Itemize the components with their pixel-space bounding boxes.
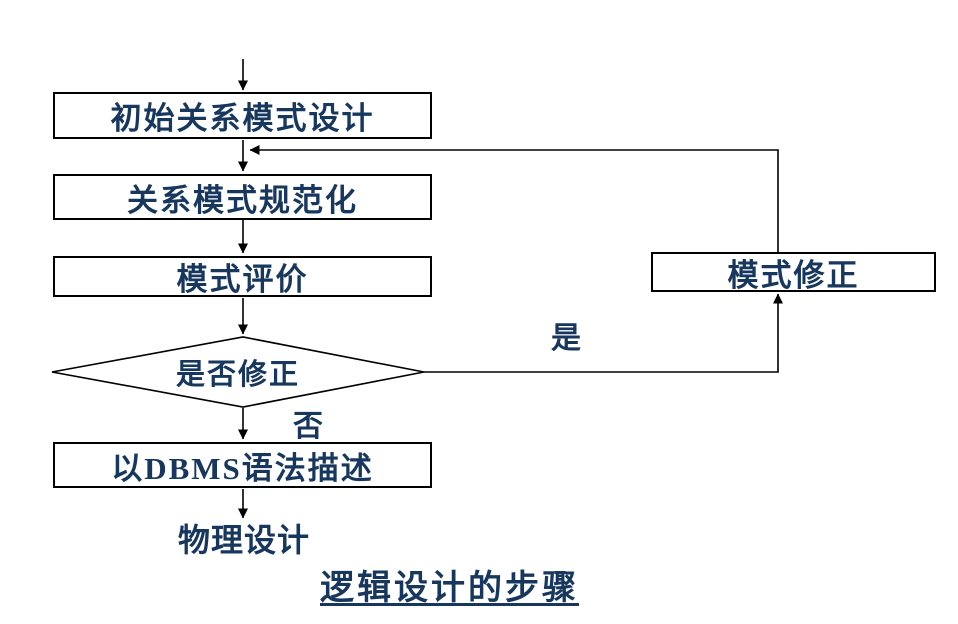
arrow-revise-feedback [249,145,779,252]
flow-box-schema-evaluation: 模式评价 [53,256,432,297]
decision-label: 是否修正 [175,359,300,391]
flow-box-schema-normalization: 关系模式规范化 [53,174,432,220]
decision-node-revise-or-not: 是否修正 [52,337,424,407]
flow-box-dbms-syntax-description: 以DBMS语法描述 [53,442,432,488]
flow-box-initial-schema-design: 初始关系模式设计 [53,92,432,139]
flow-box-initial-label: 初始关系模式设计 [110,101,375,136]
flow-box-evaluate-label: 模式评价 [176,262,309,297]
arrow-decision-to-revise [424,293,783,373]
next-stage-physical-design-label: 物理设计 [177,522,310,558]
diagram-caption: 逻辑设计的步骤 [320,570,579,607]
flow-box-revise-label: 模式修正 [727,257,860,293]
decision-diamond-shape [51,336,425,408]
edge-label-yes: 是 [551,322,581,355]
edge-label-no: 否 [293,410,323,443]
flow-box-normalize-label: 关系模式规范化 [127,182,358,218]
flow-box-dbms-label: 以DBMS语法描述 [111,450,374,486]
flow-box-schema-revision: 模式修正 [651,252,936,293]
